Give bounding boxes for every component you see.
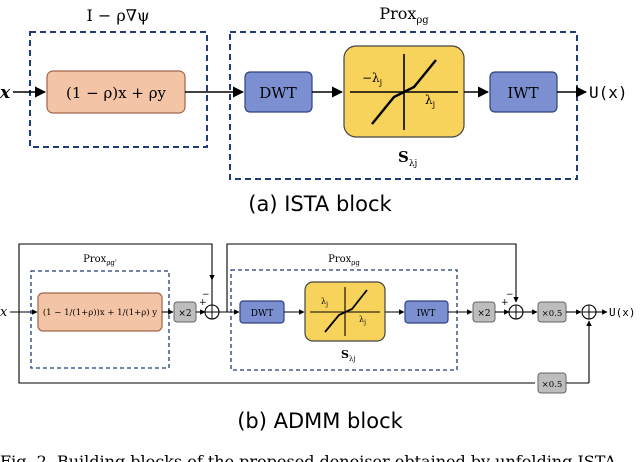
ista-input-label: x [0,83,11,103]
admm-times2b-label: ×2 [477,309,490,319]
figure-caption: Fig. 2. Building blocks of the proposed … [0,452,617,462]
admm-prox-left-label: Proxρg' [83,254,117,267]
admm-half-bottom-box [537,372,567,394]
admm-left-op: (1 − 1/(1+ρ))x + 1/(1+ρ) y [43,307,157,318]
ista-prox-group-label: Proxρg [379,4,429,26]
ista-prox-group-frame [229,31,578,180]
ista-pos-lambda: λj [425,93,435,109]
admm-feedback-top-left [18,243,215,312]
ista-threshold-curve [371,59,437,125]
ista-gradient-group-label: I − ρ∇ψ [86,6,149,25]
admm-prox-right-label: Proxρg [328,254,360,267]
admm-sum1 [204,304,220,320]
admm-lambda-right: λj [359,315,366,326]
admm-minus-a: − [202,290,210,300]
admm-sum2 [508,304,524,320]
admm-output-label: U(x) [609,306,636,319]
ista-gradient-group-frame [29,31,208,148]
ista-output-label: U(x) [589,83,628,102]
admm-lambda-left: λj [321,297,328,308]
admm-sum3 [581,304,597,320]
admm-dwt-label: DWT [251,309,273,319]
admm-plus-a: + [199,298,207,308]
admm-skip-bottom [18,312,535,384]
admm-feedback-top-right [226,243,519,312]
ista-threshold-label: Sλj [398,148,417,169]
admm-iwt-label: IWT [417,309,436,319]
admm-prox-left-frame [30,270,170,369]
admm-minus-b: − [506,290,514,300]
ista-neg-lambda: −λj [362,71,382,87]
admm-caption: (b) ADMM block [237,409,403,433]
admm-threshold-label: Sλj [341,348,356,363]
ista-gradient-op: (1 − ρ)x + ρy [66,84,167,102]
admm-half-bottom-label: ×0.5 [542,380,563,390]
admm-half-top-label: ×0.5 [542,309,563,319]
admm-times2a-label: ×2 [178,309,191,319]
admm-input-label: x [0,305,8,320]
ista-caption: (a) ISTA block [248,192,392,216]
admm-block: x Proxρg' (1 − 1/(1+ρ))x + 1/(1+ρ) y ×2 … [0,243,636,433]
ista-block: I − ρ∇ψ Proxρg x (1 − ρ)x + ρy DWT −λj λ… [0,4,628,216]
admm-threshold-curve [324,289,368,333]
admm-prox-right-frame [230,269,458,371]
ista-dwt-label: DWT [259,84,296,102]
ista-iwt-label: IWT [507,84,538,102]
admm-plus-b: + [501,298,509,308]
